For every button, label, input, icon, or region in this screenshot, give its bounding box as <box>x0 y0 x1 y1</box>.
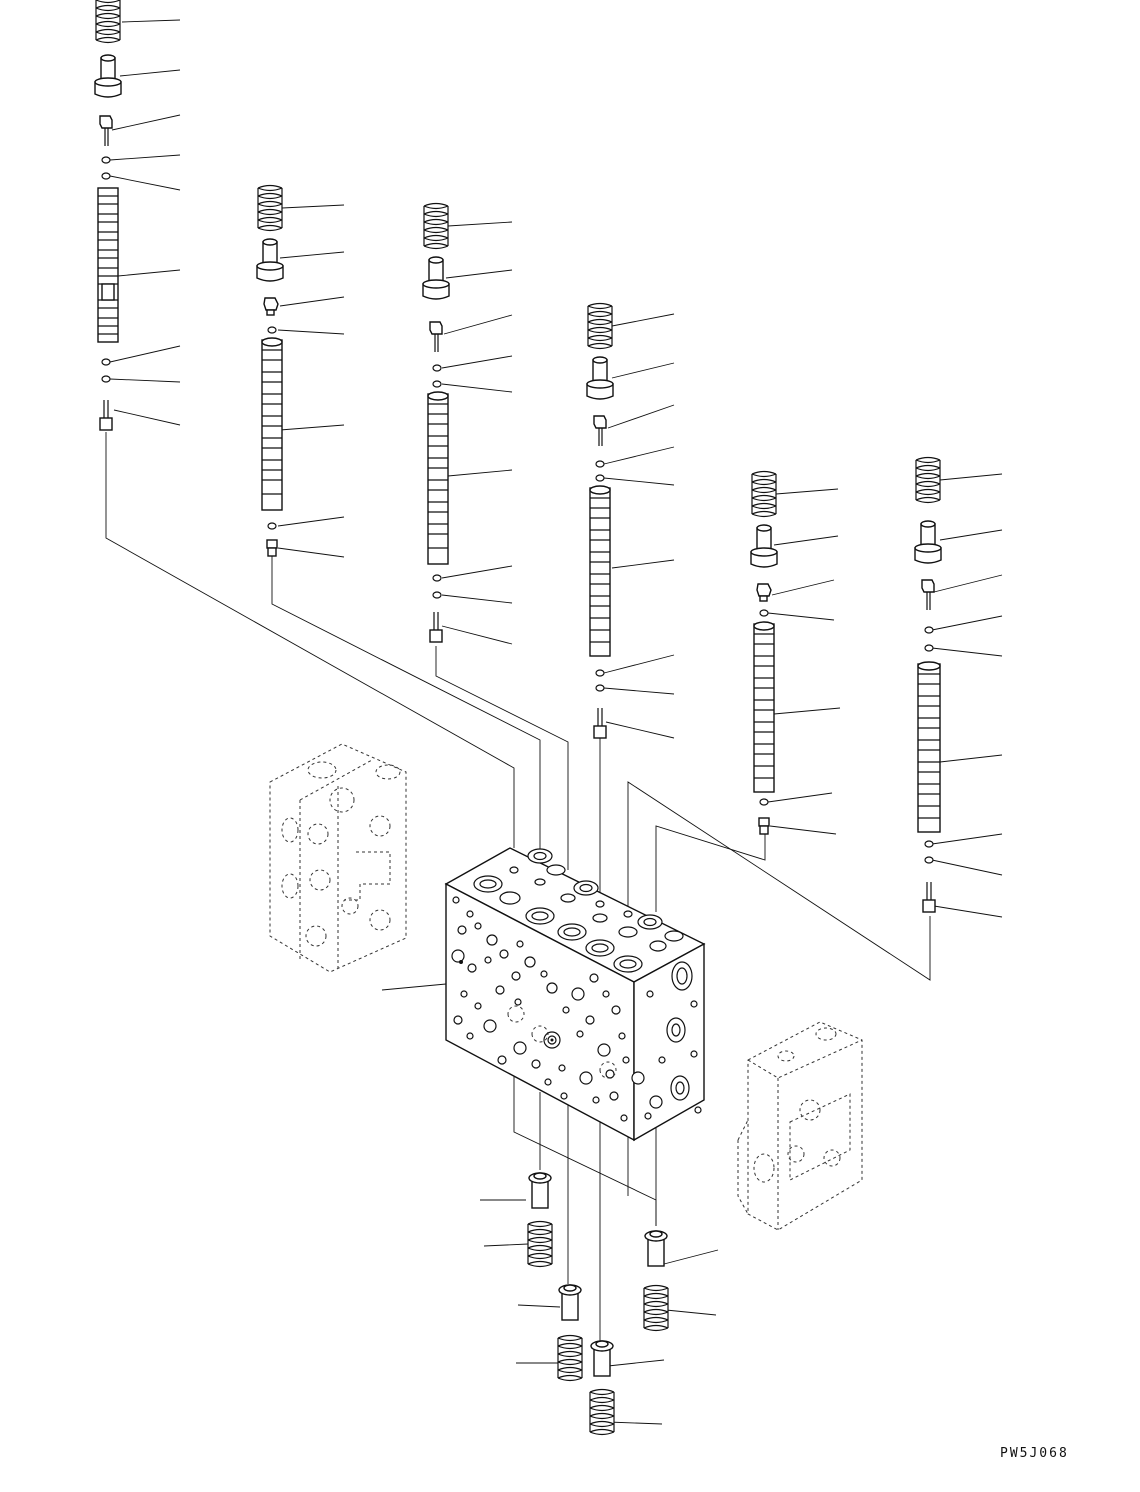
assembly-lines <box>105 432 931 1342</box>
o-ring-icon <box>432 364 442 372</box>
spool-column-3 <box>422 202 450 643</box>
o-ring-icon <box>595 684 605 692</box>
o-ring-icon <box>924 626 934 634</box>
cap-icon <box>644 1230 668 1267</box>
spool-column-2 <box>256 184 284 557</box>
spring-icon <box>527 1220 553 1272</box>
spring-seat-icon <box>422 256 450 300</box>
retainer-icon <box>429 321 443 353</box>
o-ring-icon <box>595 669 605 677</box>
spring-icon <box>751 470 777 522</box>
cap-icon <box>528 1172 552 1209</box>
spring-icon <box>423 202 449 254</box>
plug-icon <box>758 817 770 835</box>
spring-seat-icon <box>750 524 778 568</box>
leader-lines <box>109 19 1003 1425</box>
retainer-icon <box>921 579 935 611</box>
o-ring-icon <box>759 798 769 806</box>
o-ring-icon <box>595 474 605 482</box>
retainer-icon <box>263 297 279 316</box>
retainer-icon <box>756 583 772 602</box>
spring-seat-icon <box>914 520 942 564</box>
cap-icon <box>590 1340 614 1377</box>
plug-icon <box>593 707 607 739</box>
retainer-icon <box>593 415 607 447</box>
front-face-holes <box>451 896 630 1122</box>
side-face-ports <box>631 961 702 1120</box>
plug-icon <box>922 881 936 913</box>
spring-icon <box>915 456 941 508</box>
spring-icon <box>587 302 613 354</box>
spool-icon <box>589 485 611 657</box>
o-ring-icon <box>924 644 934 652</box>
spring-icon <box>643 1284 669 1336</box>
spool-icon <box>753 621 775 793</box>
spool-column-5 <box>750 470 778 835</box>
o-ring-icon <box>759 609 769 617</box>
lower-parts <box>527 1172 669 1440</box>
spool-icon <box>917 661 941 833</box>
reference-view-left <box>269 743 407 973</box>
spool-icon <box>261 337 283 511</box>
o-ring-icon <box>432 591 442 599</box>
spool-column-4 <box>586 302 614 739</box>
spring-seat-icon <box>256 238 284 282</box>
o-ring-icon <box>924 840 934 848</box>
spring-icon <box>257 184 283 236</box>
port-holes <box>473 848 684 973</box>
spring-seat-icon <box>94 54 122 98</box>
drawing-code: PW5J068 <box>1000 1446 1069 1461</box>
o-ring-icon <box>267 522 277 530</box>
spring-icon <box>95 0 121 48</box>
plug-icon <box>429 611 443 643</box>
spring-icon <box>589 1388 615 1440</box>
retainer-icon <box>99 115 113 147</box>
o-ring-icon <box>101 358 111 366</box>
o-ring-icon <box>101 156 111 164</box>
spring-seat-icon <box>586 356 614 400</box>
reference-view-right <box>737 1021 863 1231</box>
spool-icon <box>427 391 449 565</box>
plug-icon <box>266 539 278 557</box>
o-ring-icon <box>101 375 111 383</box>
spring-icon <box>557 1334 583 1386</box>
o-ring-icon <box>432 574 442 582</box>
valve-body-icon <box>444 847 706 1142</box>
o-ring-icon <box>432 380 442 388</box>
spool-column-1 <box>94 0 122 431</box>
o-ring-icon <box>595 460 605 468</box>
o-ring-icon <box>267 326 277 334</box>
o-ring-icon <box>924 856 934 864</box>
plug-icon <box>99 399 113 431</box>
cap-icon <box>558 1284 582 1321</box>
o-ring-icon <box>101 172 111 180</box>
spool-column-6 <box>914 456 942 913</box>
spool-icon <box>97 187 119 343</box>
